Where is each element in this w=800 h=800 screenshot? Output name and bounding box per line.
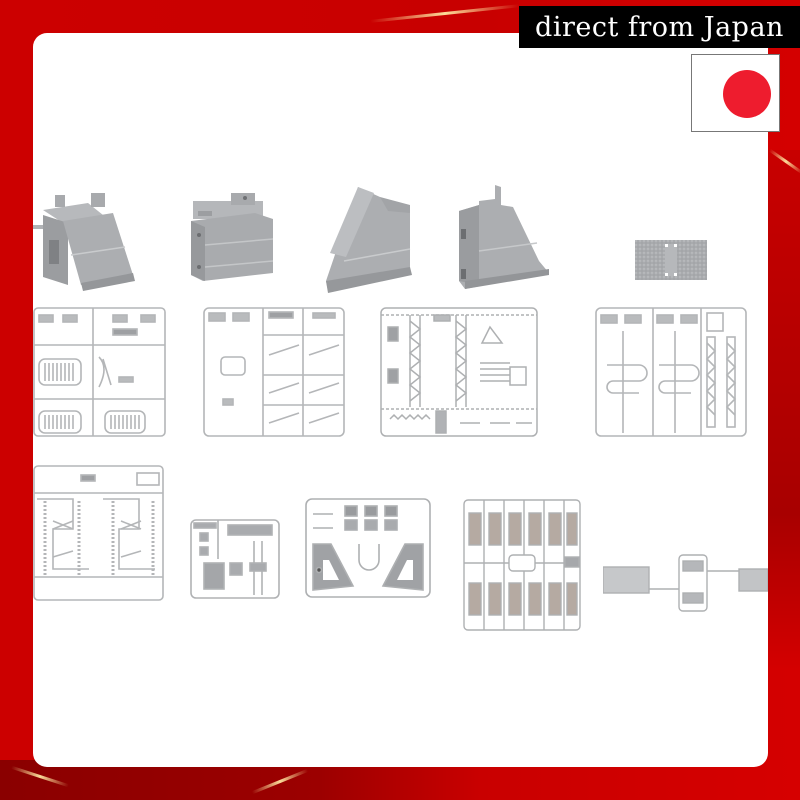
banner-text: direct from Japan <box>535 11 784 43</box>
sprue-e: sprue E <box>33 465 164 601</box>
part-textured-plate: textured plate part <box>635 240 707 280</box>
product-image-panel: slanted-front block part rectangular blo… <box>33 33 768 767</box>
red-frame-right-shade <box>768 150 800 670</box>
japan-flag-icon <box>691 54 780 132</box>
sprue-h-grid: sprue H (grid of 12) <box>463 499 581 631</box>
sprue-g: sprue G <box>305 498 431 598</box>
sprue-f-small: sprue F (small) <box>190 519 280 599</box>
sprue-a: sprue A <box>33 307 166 437</box>
flag-red-disc <box>723 70 771 118</box>
sprue-d: sprue D <box>595 307 747 437</box>
sprue-c: sprue C <box>380 307 538 437</box>
part-triangular-ramp: triangular ramp part <box>318 183 418 298</box>
part-slanted-block: slanted-front block part <box>33 185 138 295</box>
part-stepped-wedge: stepped wedge part <box>453 181 558 296</box>
sprue-b: sprue B <box>203 307 345 437</box>
connected-plate-assembly: connected plate assembly <box>603 553 768 613</box>
part-rectangular-block: rectangular block part with top tabs <box>183 185 278 295</box>
direct-from-japan-banner: direct from Japan <box>519 6 800 48</box>
